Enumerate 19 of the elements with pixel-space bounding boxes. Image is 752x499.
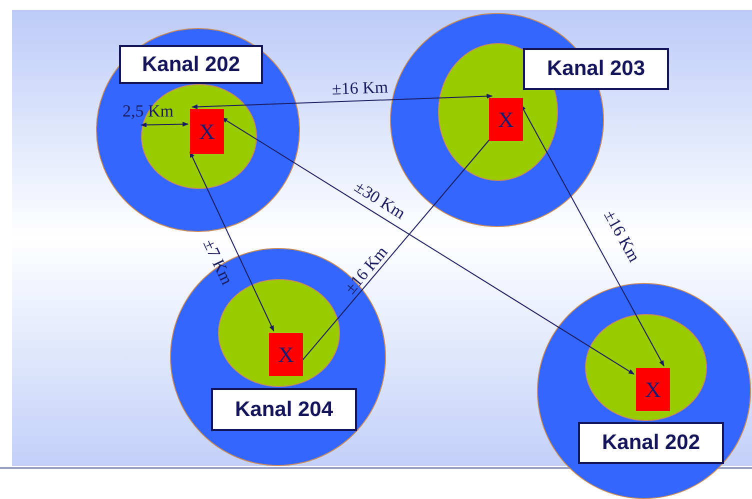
distance-arrow: [191, 94, 493, 110]
edge-label: ±30 Km: [352, 178, 408, 222]
distance-arrow: [190, 151, 274, 332]
site-marker: X: [636, 368, 670, 411]
site-marker: X: [489, 98, 523, 141]
site-marker: X: [269, 333, 303, 376]
channel-label: Kanal 204: [211, 388, 357, 431]
edge-label: 2,5 Km: [122, 102, 174, 120]
distance-arrow: [222, 117, 634, 375]
edge-label: ±16 Km: [600, 207, 644, 265]
edge-label: ±16 Km: [341, 243, 391, 297]
channel-label: Kanal 202: [578, 422, 724, 464]
channel-label: Kanal 202: [119, 45, 263, 84]
edge-label: ±16 Km: [332, 78, 388, 98]
distance-arrow: [140, 122, 189, 128]
channel-label: Kanal 203: [523, 48, 669, 90]
site-marker: X: [190, 109, 224, 154]
edge-label: ±7 Km: [200, 236, 236, 288]
distance-arrow: [520, 104, 664, 367]
